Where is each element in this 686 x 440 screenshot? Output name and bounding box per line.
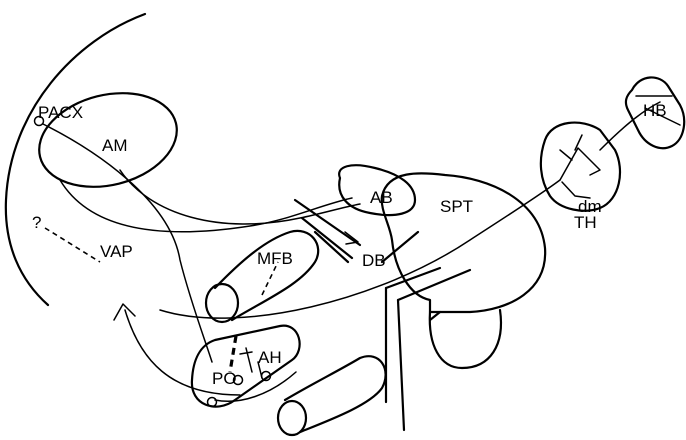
label-spt: SPT xyxy=(440,197,473,216)
label-db: DB xyxy=(362,251,386,270)
label-po: PO xyxy=(212,369,237,388)
label-am: AM xyxy=(102,136,128,155)
label-ab: AB xyxy=(370,188,393,207)
label-ah: AH xyxy=(258,348,282,367)
label-pacx: PACX xyxy=(38,103,83,122)
label-dm: dm xyxy=(578,197,602,216)
label-mfb: MFB xyxy=(257,249,293,268)
label-question: ? xyxy=(32,213,41,232)
label-vap: VAP xyxy=(100,242,133,261)
label-hb: HB xyxy=(643,101,667,120)
